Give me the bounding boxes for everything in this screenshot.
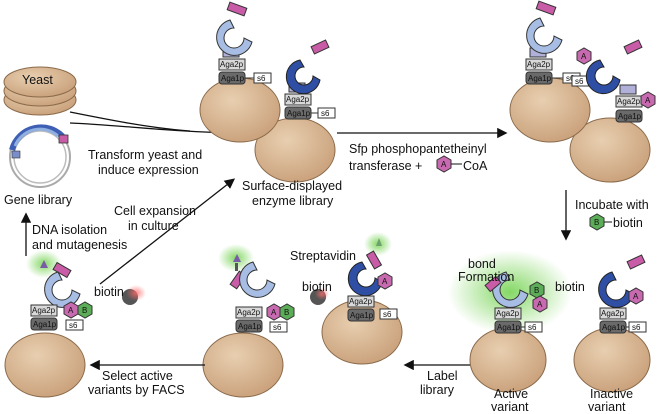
bc-hex-B: B (284, 308, 289, 317)
gene-library-label: Gene library (4, 193, 73, 207)
bl-hex-B: B (82, 306, 87, 315)
aga2p-label-5: Aga2p (496, 309, 520, 318)
yeast-label: Yeast (22, 73, 53, 87)
s6-label-6: s6 (632, 323, 641, 332)
bond-label-1: bond (468, 257, 496, 271)
cell-expansion-label-1: Cell expansion (114, 204, 196, 218)
transform-label-2: induce expression (98, 163, 199, 177)
aga2p-label-8: Aga2p (349, 297, 373, 306)
incubate-label-1: Incubate with (575, 198, 649, 212)
hexagon-B-icon (589, 213, 605, 231)
aga2p-label-2: Aga2p (286, 95, 310, 104)
label-library-2: library (420, 383, 455, 397)
gene-library-plasmid (9, 124, 71, 188)
cell-expansion-label-2: in culture (128, 219, 179, 233)
hexagon-A-icon (436, 155, 452, 173)
incubate-label-2: biotin (613, 216, 643, 230)
bc-hex-A: A (271, 308, 277, 317)
s6-label-9: s6 (69, 321, 78, 330)
aga1p-label-3: Aga1p (528, 74, 552, 83)
yeast-stack (3, 66, 77, 116)
active-biotin-label: biotin (555, 280, 585, 294)
s6-label-5: s6 (528, 323, 537, 332)
sfp-label-1: Sfp phosphopantetheinyl (349, 142, 487, 156)
s6-label-2: s6 (321, 109, 330, 118)
select-label-2: variants by FACS (88, 383, 185, 397)
aga1p-label-2: Aga1p (287, 109, 311, 118)
active-glow (448, 250, 572, 334)
aga1p-label-5: Aga1p (497, 323, 521, 332)
aga1p-label-9: Aga1p (33, 320, 57, 329)
s6-label-7: s6 (273, 323, 282, 332)
active-label-1: Active (494, 387, 528, 401)
aga1p-label-7: Aga1p (238, 322, 262, 331)
aga2p-label-7: Aga2p (237, 308, 261, 317)
inactive-label-1: Inactive (590, 387, 633, 401)
inactive-label-2: variant (588, 400, 626, 414)
streptavidin-cells: Aga2p Aga1p A B s6 Aga2p Aga1p A s6 (202, 232, 403, 398)
aga2p-label-3: Aga2p (527, 60, 551, 69)
streptavidin-label: Streptavidin (290, 249, 356, 263)
surface-label-1: Surface-displayed (242, 179, 342, 193)
s6-label-3: s6 (566, 74, 575, 83)
active-variant-cell: Aga1p s6 Aga2p B A (469, 271, 548, 393)
labelled-cells: Aga1p s6 Aga2p A Aga1p Aga2p s6 A (509, 0, 656, 183)
sfp-hex-A: A (441, 160, 447, 169)
active-hex-A: A (537, 300, 543, 309)
aga1p-label-1: Aga1p (221, 74, 245, 83)
label-library-1: Label (427, 369, 458, 383)
aga1p-label-6: Aga1p (602, 323, 626, 332)
bond-label-2: Formation (458, 270, 514, 284)
sfp-label-2-prefix: transferase + (349, 159, 422, 173)
s6-label-4: s6 (575, 77, 584, 86)
dna-label-1: DNA isolation (32, 223, 107, 237)
tr-hex-A-1: A (581, 52, 587, 61)
bl-biotin-label: biotin (94, 285, 124, 299)
aga1p-label-4: Aga1p (618, 112, 642, 121)
inactive-variant-cell: Aga1p s6 Aga2p A (573, 254, 651, 393)
dna-label-2: and mutagenesis (32, 238, 127, 252)
s6-label-1: s6 (257, 74, 266, 83)
active-label-2: variant (491, 400, 529, 414)
surface-library-cells: Aga1p s6 Aga2p Aga1p s6 Aga2p (199, 1, 336, 183)
aga1p-label-8: Aga1p (350, 311, 374, 320)
aga2p-label-4: Aga2p (617, 97, 641, 106)
tr-hex-A-2: A (645, 96, 651, 105)
sfp-label-2-suffix: CoA (463, 159, 488, 173)
inactive-hex-A: A (633, 292, 639, 301)
bc-hex-A-2: A (382, 277, 388, 286)
bl-hex-A: A (68, 306, 74, 315)
transform-label-1: Transform yeast and (88, 148, 202, 162)
cell-expansion-arrow (99, 178, 236, 285)
active-hex-B: B (534, 286, 539, 295)
aga2p-label-6: Aga2p (601, 309, 625, 318)
aga2p-label-1: Aga2p (220, 60, 244, 69)
select-label-1: Select active (102, 369, 173, 383)
selected-cell: Aga2p Aga1p A B s6 (4, 250, 146, 398)
aga2p-label-9: Aga2p (32, 306, 56, 315)
bc-biotin-label: biotin (302, 280, 332, 294)
incubate-hex-B: B (594, 218, 599, 227)
surface-label-2: enzyme library (252, 194, 334, 208)
s6-label-8: s6 (383, 310, 392, 319)
